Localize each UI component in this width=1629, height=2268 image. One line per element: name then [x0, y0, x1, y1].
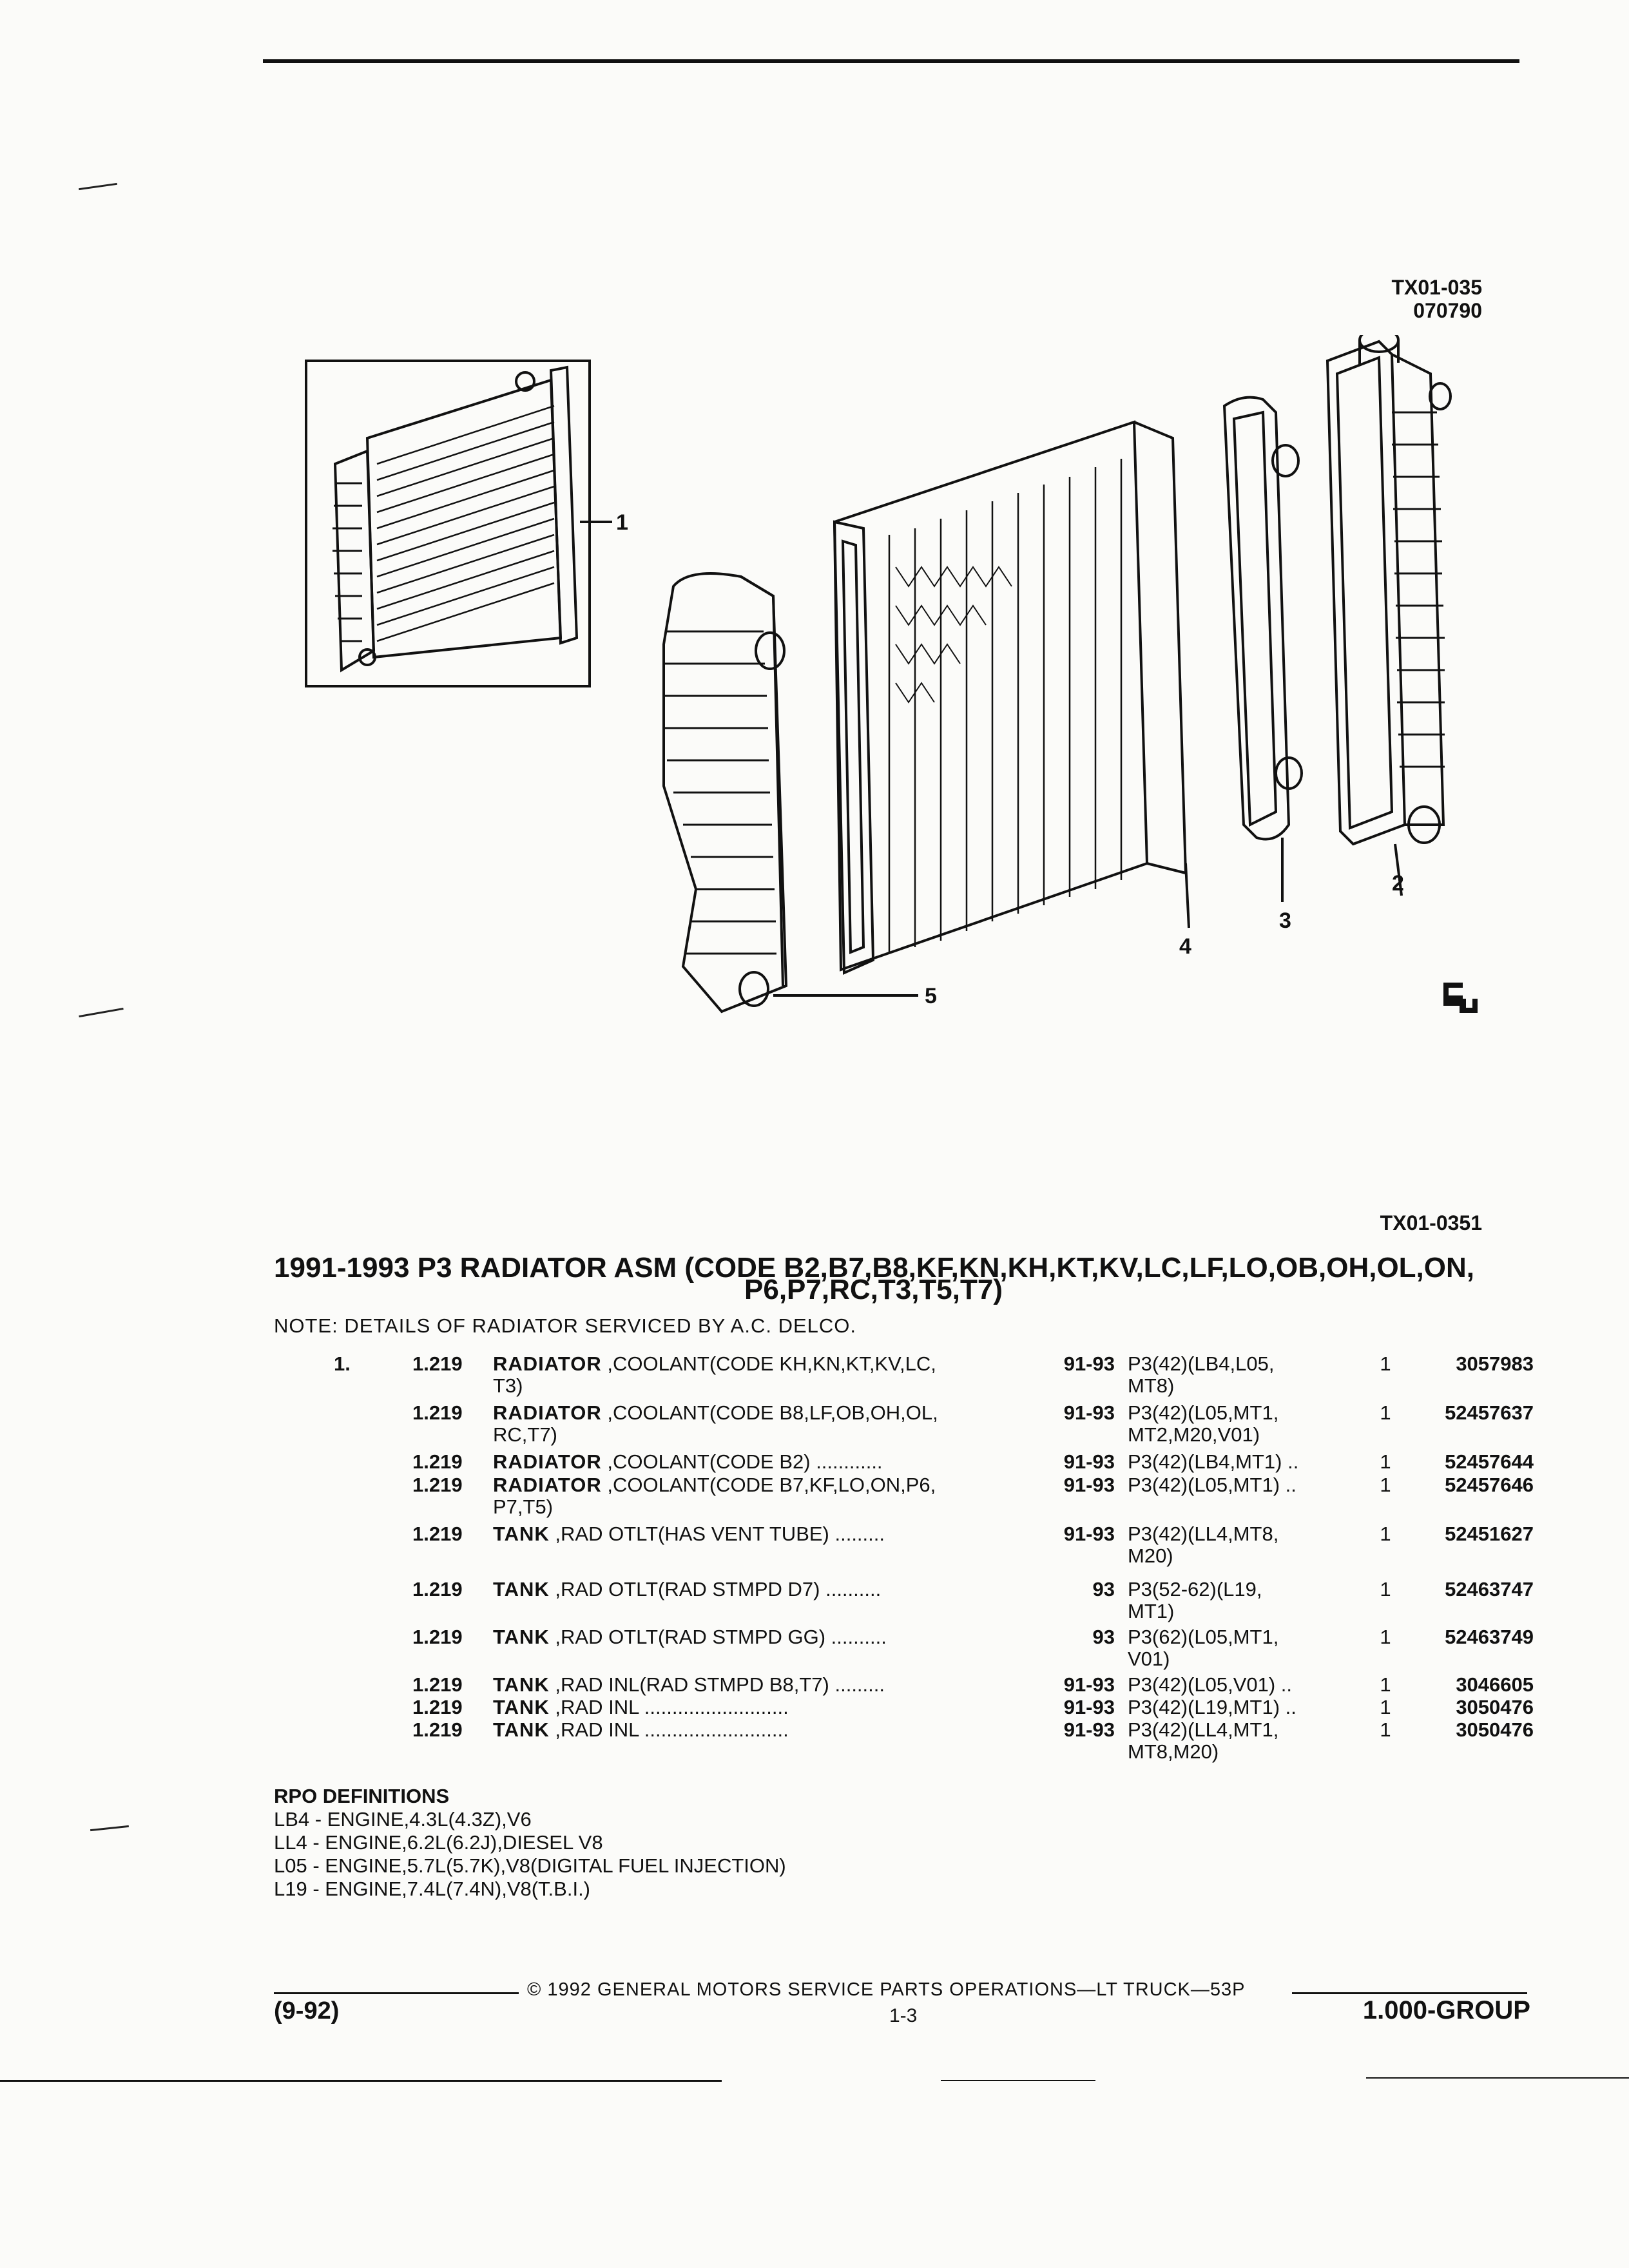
assembled-radiator-inset: [305, 360, 612, 687]
inlet-tank-part-2: [1325, 335, 1452, 896]
section-title: 1991-1993 P3 RADIATOR ASM (CODE B2,B7,B8…: [274, 1253, 1474, 1305]
rpo-item: L19 - ENGINE,7.4L(7.4N),V8(T.B.I.): [274, 1878, 591, 1900]
rpo-heading: RPO DEFINITIONS: [274, 1785, 450, 1807]
radiator-exploded-diagram: 1 2 3 4 5: [305, 335, 1478, 1014]
radiator-core-part-4: [833, 420, 1190, 972]
section-title-line2: P6,P7,RC,T3,T5,T7): [744, 1274, 1003, 1305]
page-number: 1-3: [889, 2005, 918, 2026]
callout-1: 1: [616, 510, 628, 535]
margin-mark: [79, 182, 117, 191]
bottom-rule-short: [941, 2080, 1095, 2081]
footer-rule-right: [1292, 1992, 1527, 1994]
copyright-line: © 1992 GENERAL MOTORS SERVICE PARTS OPER…: [527, 1979, 1246, 2000]
bottom-rule-right: [1366, 2077, 1629, 2079]
service-note: NOTE: DETAILS OF RADIATOR SERVICED BY A.…: [274, 1314, 856, 1337]
group-number: 1.000-GROUP: [1362, 1996, 1530, 2024]
callout-2: 2: [1392, 871, 1404, 896]
gm-service-logo: [1443, 983, 1478, 1013]
callout-5: 5: [925, 984, 937, 1008]
figure-code-bottom: TX01-0351: [1380, 1211, 1482, 1235]
callout-3: 3: [1279, 908, 1291, 933]
callout-4: 4: [1179, 934, 1191, 959]
bottom-rule: [0, 2080, 722, 2082]
core-seal-frame: [833, 520, 875, 975]
top-rule: [263, 59, 1519, 63]
margin-mark: [79, 1007, 124, 1018]
rpo-item: LB4 - ENGINE,4.3L(4.3Z),V6: [274, 1808, 532, 1831]
figure-code-top: TX01-035 070790: [1391, 276, 1482, 322]
footer-rule-left: [274, 1992, 519, 1994]
rpo-item: LL4 - ENGINE,6.2L(6.2J),DIESEL V8: [274, 1831, 603, 1854]
rpo-definitions: RPO DEFINITIONS LB4 - ENGINE,4.3L(4.3Z),…: [274, 1785, 786, 1901]
section-title-line1: 1991-1993 P3 RADIATOR ASM (CODE B2,B7,B8…: [274, 1252, 1474, 1283]
outlet-tank-part-5: [662, 572, 918, 1014]
gasket-part-3: [1222, 396, 1303, 902]
revision-date: (9-92): [274, 1997, 340, 2024]
margin-mark: [90, 1825, 129, 1832]
rpo-item: L05 - ENGINE,5.7L(5.7K),V8(DIGITAL FUEL …: [274, 1854, 786, 1877]
